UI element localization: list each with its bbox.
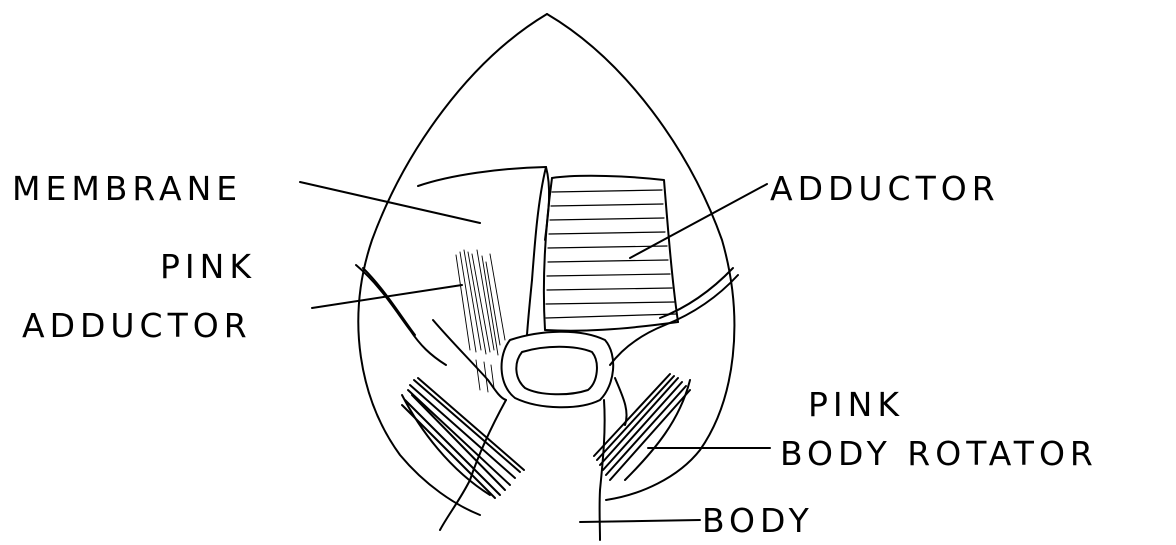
shell-outline (358, 14, 734, 515)
label-pink-adductor-line1: PINK (160, 247, 256, 286)
label-pink-adductor-line2: ADDUCTOR (22, 306, 252, 345)
leader-pink-adductor (312, 285, 462, 308)
membrane-flap (418, 167, 549, 335)
pink-body-rotator-left (402, 378, 524, 498)
adductor-striations (546, 190, 676, 318)
adductor-muscle (544, 176, 678, 331)
label-membrane: MEMBRANE (12, 169, 242, 208)
label-body: BODY (702, 501, 814, 540)
labels: MEMBRANE ADDUCTOR PINK ADDUCTOR PINK BOD… (12, 169, 1098, 540)
leader-membrane (300, 182, 480, 223)
label-pink-body-rotator-line1: PINK (808, 385, 904, 424)
central-socket (502, 332, 614, 408)
mantle-edge (356, 265, 738, 365)
label-adductor: ADDUCTOR (770, 169, 1000, 208)
leader-adductor (630, 184, 767, 258)
leader-body (580, 520, 700, 522)
label-pink-body-rotator-line2: BODY ROTATOR (780, 434, 1098, 473)
